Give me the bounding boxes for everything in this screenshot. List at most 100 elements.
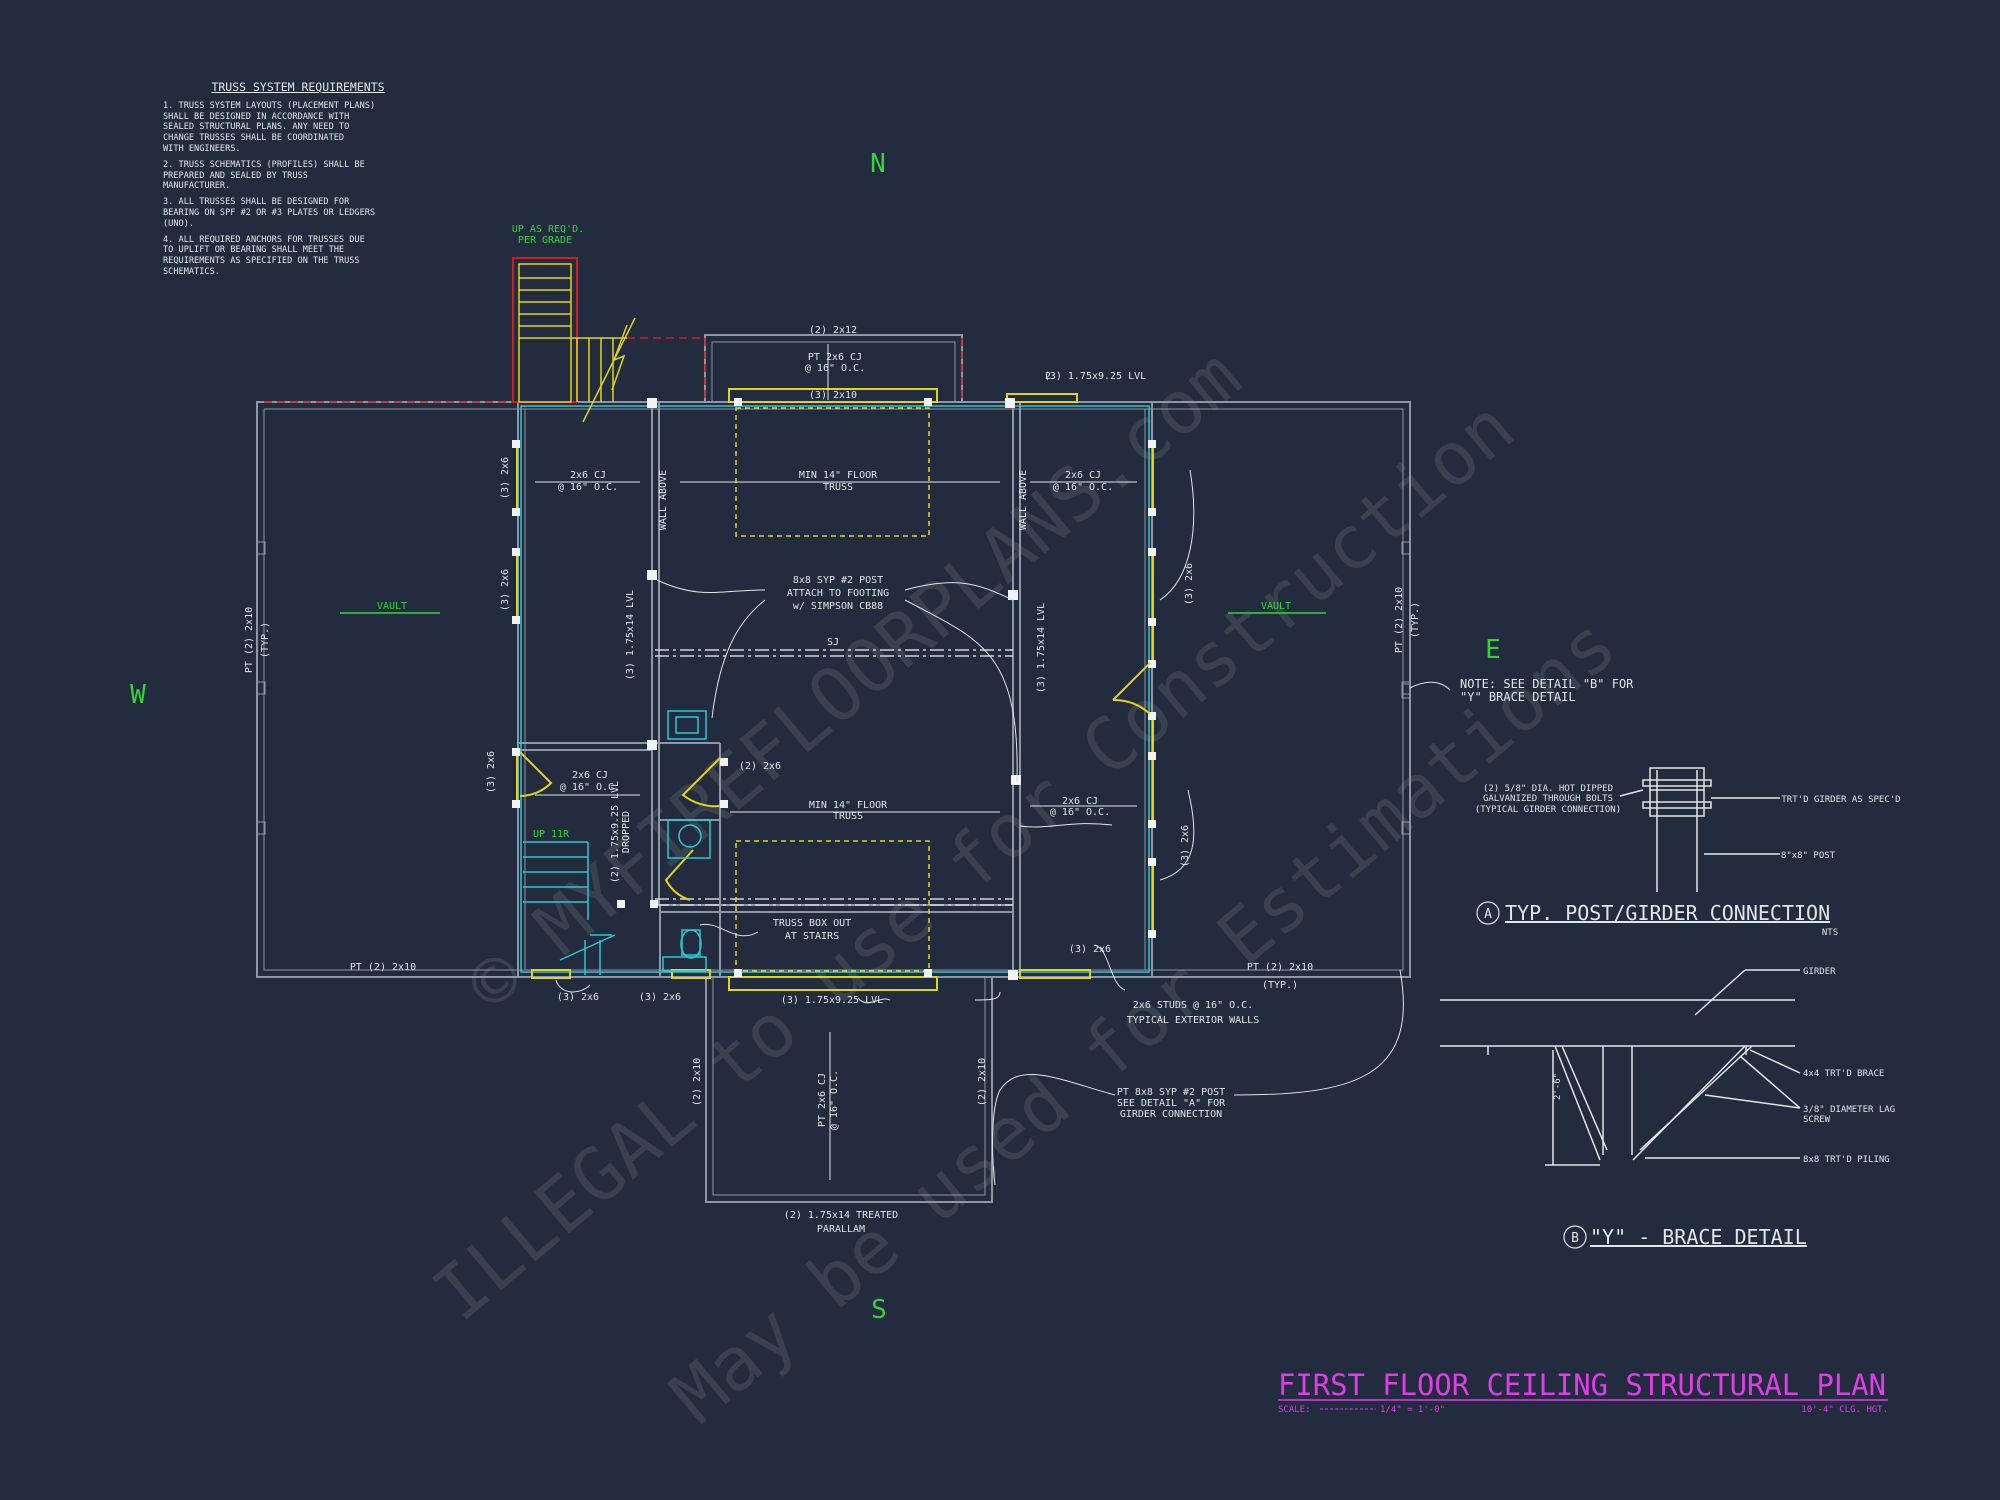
label: 2x6 STUDS @ 16" O.C. xyxy=(1133,1000,1253,1011)
label: (2) 2x6 xyxy=(739,761,781,772)
label: WALL ABOVE xyxy=(1018,470,1029,530)
label-number: 2 xyxy=(1045,371,1051,382)
label: DROPPED xyxy=(621,811,632,853)
ceiling-outline xyxy=(520,405,1150,973)
label: GIRDER CONNECTION xyxy=(1120,1109,1222,1120)
scale-value: 1/4" = 1'-0" xyxy=(1380,1405,1445,1415)
label: w/ SIMPSON CB88 xyxy=(793,601,883,612)
label: @ 16" O.C. xyxy=(829,1070,840,1130)
label: (2) 2x10 xyxy=(692,1058,703,1106)
interior-stair xyxy=(523,710,711,975)
plan-labels: (2) 2x12 PT 2x6 CJ @ 16" O.C. (3) 2x10 (… xyxy=(350,325,1313,1235)
label: (3) 2x6 xyxy=(500,569,511,611)
label: 2x6 CJ xyxy=(1065,470,1101,481)
label: (2) 1.75x14 TREATED xyxy=(784,1210,898,1221)
label: 8x8 SYP #2 POST xyxy=(793,575,883,586)
label: PARALLAM xyxy=(817,1224,865,1235)
stair-inner-label: UP 11R xyxy=(533,829,570,840)
label: ATTACH TO FOOTING xyxy=(787,588,889,599)
label: NTS xyxy=(1822,928,1838,938)
compass: N S E W xyxy=(130,149,1501,1325)
label: PT 8x8 SYP #2 POST xyxy=(1117,1087,1225,1098)
label: (3) 2x10 xyxy=(809,390,857,401)
headers xyxy=(516,388,1154,991)
label: (3) 1.75x9.25 LVL xyxy=(1044,371,1146,382)
label: PT 2x6 CJ xyxy=(808,352,862,363)
detail-b: GIRDER 4x4 TRT'D BRACE 3/8" DIAMETER LAG… xyxy=(1440,967,1895,1249)
label: MIN 14" FLOOR xyxy=(809,800,888,811)
stair-grade-label: PER GRADE xyxy=(518,235,572,246)
label: (3) 1.75x14 LVL xyxy=(1036,603,1047,693)
label: WALL ABOVE xyxy=(658,470,669,530)
posts xyxy=(512,398,1156,980)
detail-a: (2) 5/8" DIA. HOT DIPPED GALVANIZED THRO… xyxy=(1475,767,1901,938)
vault-label-left: VAULT xyxy=(377,601,407,612)
label: @ 16" O.C. xyxy=(1053,482,1113,493)
label: PT (2) 2x10 xyxy=(244,607,255,673)
truss-areas xyxy=(735,407,930,972)
beam-lines xyxy=(655,649,1013,906)
plan-title: FIRST FLOOR CEILING STRUCTURAL PLAN xyxy=(1278,1368,1886,1402)
label: (2) 5/8" DIA. HOT DIPPED xyxy=(1483,784,1613,794)
label: (3) 2x6 xyxy=(557,992,599,1003)
truss-note-item: 1. TRUSS SYSTEM LAYOUTS (PLACEMENT PLANS… xyxy=(163,100,376,154)
label: "Y" BRACE DETAIL xyxy=(1460,690,1576,704)
label: 8x8 TRT'D PILING xyxy=(1803,1155,1890,1165)
plan-title-block: FIRST FLOOR CEILING STRUCTURAL PLAN SCAL… xyxy=(1278,1368,1888,1415)
label: (TYPICAL GIRDER CONNECTION) xyxy=(1475,805,1621,815)
label: (TYP.) xyxy=(1262,980,1298,991)
detail-a-marker: A xyxy=(1484,907,1492,922)
truss-note-item: 3. ALL TRUSSES SHALL BE DESIGNED FOR BEA… xyxy=(163,197,376,229)
truss-note-item: 2. TRUSS SCHEMATICS (PROFILES) SHALL BE … xyxy=(163,159,365,192)
label: 2x6 CJ xyxy=(570,470,606,481)
label: (3) 1.75x9.25 LVL xyxy=(781,995,883,1006)
label: AT STAIRS xyxy=(785,931,839,942)
label: (TYP.) xyxy=(260,622,271,658)
label: 4x4 TRT'D BRACE xyxy=(1803,1069,1884,1079)
green-labels: UP AS REQ'D. PER GRADE VAULT VAULT UP 11… xyxy=(377,224,1291,840)
compass-south: S xyxy=(871,1295,887,1325)
label: (3) 2x6 xyxy=(500,457,511,499)
leader-lines xyxy=(555,469,1451,1186)
label: SEE DETAIL "A" FOR xyxy=(1117,1098,1226,1109)
label: (2) 2x12 xyxy=(809,325,857,336)
exterior-stair xyxy=(264,257,963,423)
truss-notes: TRUSS SYSTEM REQUIREMENTS 1. TRUSS SYSTE… xyxy=(163,81,453,283)
label: (3) 2x6 xyxy=(639,992,681,1003)
note-b-label: NOTE: SEE DETAIL "B" FOR "Y" BRACE DETAI… xyxy=(1460,677,1634,704)
stair-up-label: UP AS REQ'D. xyxy=(512,224,584,235)
label: TRUSS xyxy=(823,482,853,493)
label: (2) 2x10 xyxy=(977,1058,988,1106)
label: 8"x8" POST xyxy=(1781,851,1836,861)
label: SCREW xyxy=(1803,1115,1831,1125)
truss-note-item: 4. ALL REQUIRED ANCHORS FOR TRUSSES DUE … xyxy=(163,234,365,277)
label: GALVANIZED THROUGH BOLTS xyxy=(1483,794,1613,804)
label: @ 16" O.C. xyxy=(1050,807,1110,818)
detail-a-title: TYP. POST/GIRDER CONNECTION xyxy=(1505,901,1830,925)
detail-b-marker: B xyxy=(1571,1231,1579,1246)
door-swings xyxy=(519,662,1151,901)
label: PT (2) 2x10 xyxy=(350,962,416,973)
label: (3) 2x6 xyxy=(1069,944,1111,955)
label: 3/8" DIAMETER LAG xyxy=(1803,1105,1895,1115)
compass-north: N xyxy=(870,149,886,179)
vertical-labels: WALL ABOVE WALL ABOVE (3) 1.75x14 LVL (3… xyxy=(244,457,1421,1130)
ceiling-height: 10'-4" CLG. HGT. xyxy=(1801,1405,1888,1415)
label: TRUSS xyxy=(833,811,863,822)
scale-label: SCALE: xyxy=(1278,1405,1311,1415)
vault-label-right: VAULT xyxy=(1261,601,1291,612)
label: TRT'D GIRDER AS SPEC'D xyxy=(1781,795,1900,805)
label: TYPICAL EXTERIOR WALLS xyxy=(1127,1015,1259,1026)
span-arrows xyxy=(535,344,1137,1180)
label: SJ xyxy=(827,637,839,648)
label: MIN 14" FLOOR xyxy=(799,470,878,481)
label: (2) 1.75x9.25 LVL xyxy=(610,781,621,883)
label: (3) 2x6 xyxy=(1184,563,1195,605)
label: @ 16" O.C. xyxy=(558,482,618,493)
truss-notes-title: TRUSS SYSTEM REQUIREMENTS xyxy=(211,80,385,94)
label: (3) 2x6 xyxy=(486,751,497,793)
label: (3) 2x6 xyxy=(1180,825,1191,867)
label: NOTE: SEE DETAIL "B" FOR xyxy=(1460,677,1634,691)
